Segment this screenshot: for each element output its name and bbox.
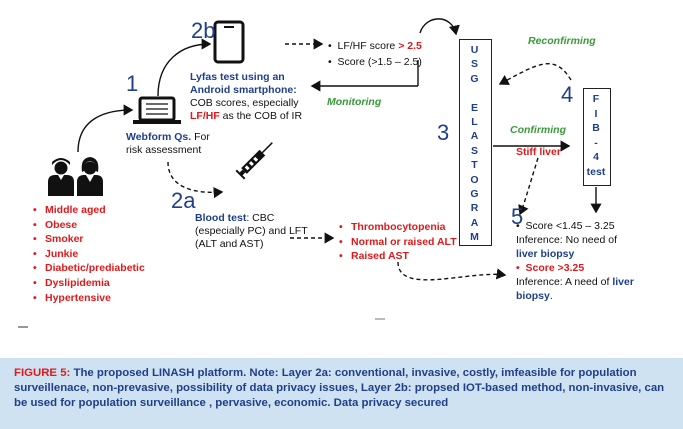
risk-factor-item: Smoker [33,232,153,247]
step-1-label: 1 [126,71,139,96]
fib-letter: I [594,107,598,120]
monitor-icon [133,96,181,124]
risk-factor-item: Dyslipidemia [33,276,153,291]
step-2a-label: 2a [171,188,196,213]
usg-letter: U [470,44,479,56]
usg-letter: L [471,116,478,129]
risk-factor-item: Diabetic/prediabetic [33,261,153,276]
stiff-liver-label: Stiff liver [516,146,561,158]
tablet-icon [213,20,245,64]
usg-letter: M [470,231,479,244]
usg-letter: E [470,101,478,114]
fib-letter: test [586,165,606,178]
webform-title: Webform Qs. [126,131,192,143]
lyfas-output: • LF/HF score > 2.5 • Score (>1.5 – 2.5) [328,38,453,70]
usg-letter: G [470,188,479,201]
caption-label: FIGURE 5: [14,367,71,379]
syringe-icon [235,142,273,180]
fib-letter: B [592,122,600,134]
usg-elastogram-box [459,39,492,246]
caption-bar [0,358,683,429]
score-range-item: • Score (>1.5 – 2.5) [328,56,422,68]
risk-factor-item: Middle aged [33,203,153,218]
usg-letter: R [470,202,479,215]
blood-finding-item: Normal or raised ALT [339,235,469,250]
risk-factor-item: Obese [33,218,153,233]
risk-factor-list: Middle agedObeseSmokerJunkieDiabetic/pre… [33,203,153,305]
caption-text: The proposed LINASH platform. Note: Laye… [14,367,665,409]
usg-letter: O [470,173,479,186]
step-2b-label: 2b [191,18,216,43]
step-4-label: 4 [561,82,574,107]
blood-test-text: Blood test: CBC (especially PC) and LFT … [195,212,308,250]
risk-factor-item: Hypertensive [33,291,153,306]
usg-letter: S [470,144,478,157]
step-3-label: 3 [437,120,450,145]
fib4-result: • Score <1.45 – 3.25 Inference: No need … [516,219,666,303]
risk-factor-item: Junkie [33,247,153,262]
blood-finding-item: Thrombocytopenia [339,220,469,235]
lyfas-text: Lyfas test using an Android smartphone: … [190,71,303,122]
fib4-box [583,88,611,186]
blood-finding-item: Raised AST [339,249,469,264]
fib-letter: 4 [593,151,599,163]
reconfirming-label: Reconfirming [528,35,596,47]
usg-letter: G [470,72,479,85]
fib-letter: F [592,93,600,105]
usg-letter: A [470,216,479,229]
result-score-high: • Score >3.25 [516,262,585,274]
step-5-label: 5 [511,204,524,229]
usg-letter: T [471,159,478,172]
usg-letter: A [470,130,479,143]
diagram-connectors [18,18,602,328]
fib-letter: - [594,136,598,149]
usg-letter [459,86,490,100]
usg-letter: S [470,58,478,71]
webform-text: Webform Qs. For risk assessment [126,131,210,156]
people-icon [48,157,103,196]
lfhf-score-item: • LF/HF score > 2.5 [328,40,422,52]
monitoring-label: Monitoring [327,96,382,108]
blood-test-output-list: ThrombocytopeniaNormal or raised ALTRais… [339,220,469,264]
result-score-low: • Score <1.45 – 3.25 [516,220,615,232]
figure-caption: FIGURE 5: The proposed LINASH platform. … [14,366,674,411]
confirming-label: Confirming [510,124,566,136]
